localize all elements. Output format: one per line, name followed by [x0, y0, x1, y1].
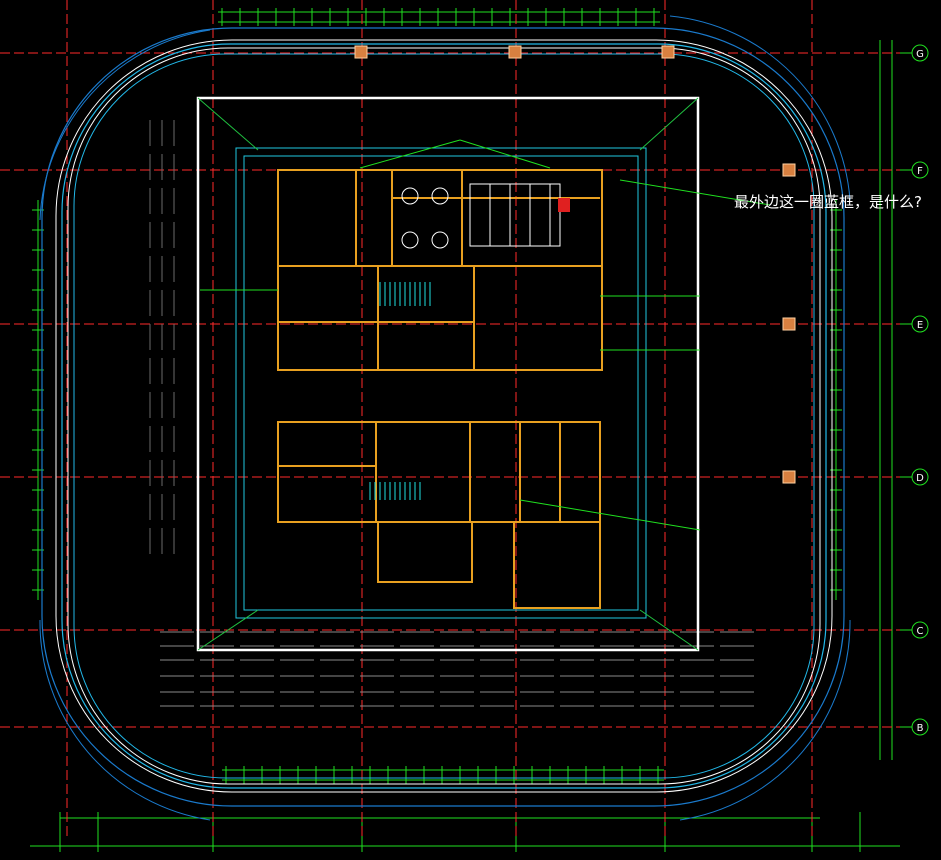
dimension-ticks: [32, 8, 861, 852]
grid-bubble-label: C: [917, 626, 924, 637]
grid-bubble-label: E: [917, 320, 923, 331]
red-equipment-mark: [558, 198, 570, 212]
callout-lines: [200, 139, 771, 531]
grid-bubble-C: C: [900, 621, 929, 639]
diagonal-lines: [197, 97, 699, 651]
grid-bubble-F: F: [900, 161, 929, 179]
column-markers: [354, 45, 796, 484]
stairs: [369, 282, 431, 500]
grid-bubble-label: D: [916, 473, 924, 484]
parking-stripes-bottom: [160, 631, 754, 707]
parking-stripes-left: [149, 120, 175, 554]
grid-bubble-label: F: [917, 166, 923, 177]
grid-bubbles: G F E D C B: [900, 44, 929, 736]
outer-blue-frame: [41, 27, 845, 807]
grid-bubble-label: B: [917, 723, 924, 734]
grid-bubble-D: D: [900, 468, 929, 486]
grid-bubble-G: G: [900, 44, 929, 62]
question-annotation: 最外边这一圈蓝框，是什么?: [734, 193, 922, 211]
grid-lines: [0, 0, 900, 840]
dimension-chains: [30, 11, 900, 847]
grid-bubble-B: B: [900, 718, 929, 736]
white-frame: [196, 96, 700, 652]
grid-bubble-label: G: [916, 49, 924, 60]
cyan-frames: [235, 147, 647, 619]
corner-arcs: [39, 15, 851, 821]
equipment: [401, 183, 561, 249]
building-walls: [277, 169, 603, 609]
grid-bubble-E: E: [900, 315, 929, 333]
